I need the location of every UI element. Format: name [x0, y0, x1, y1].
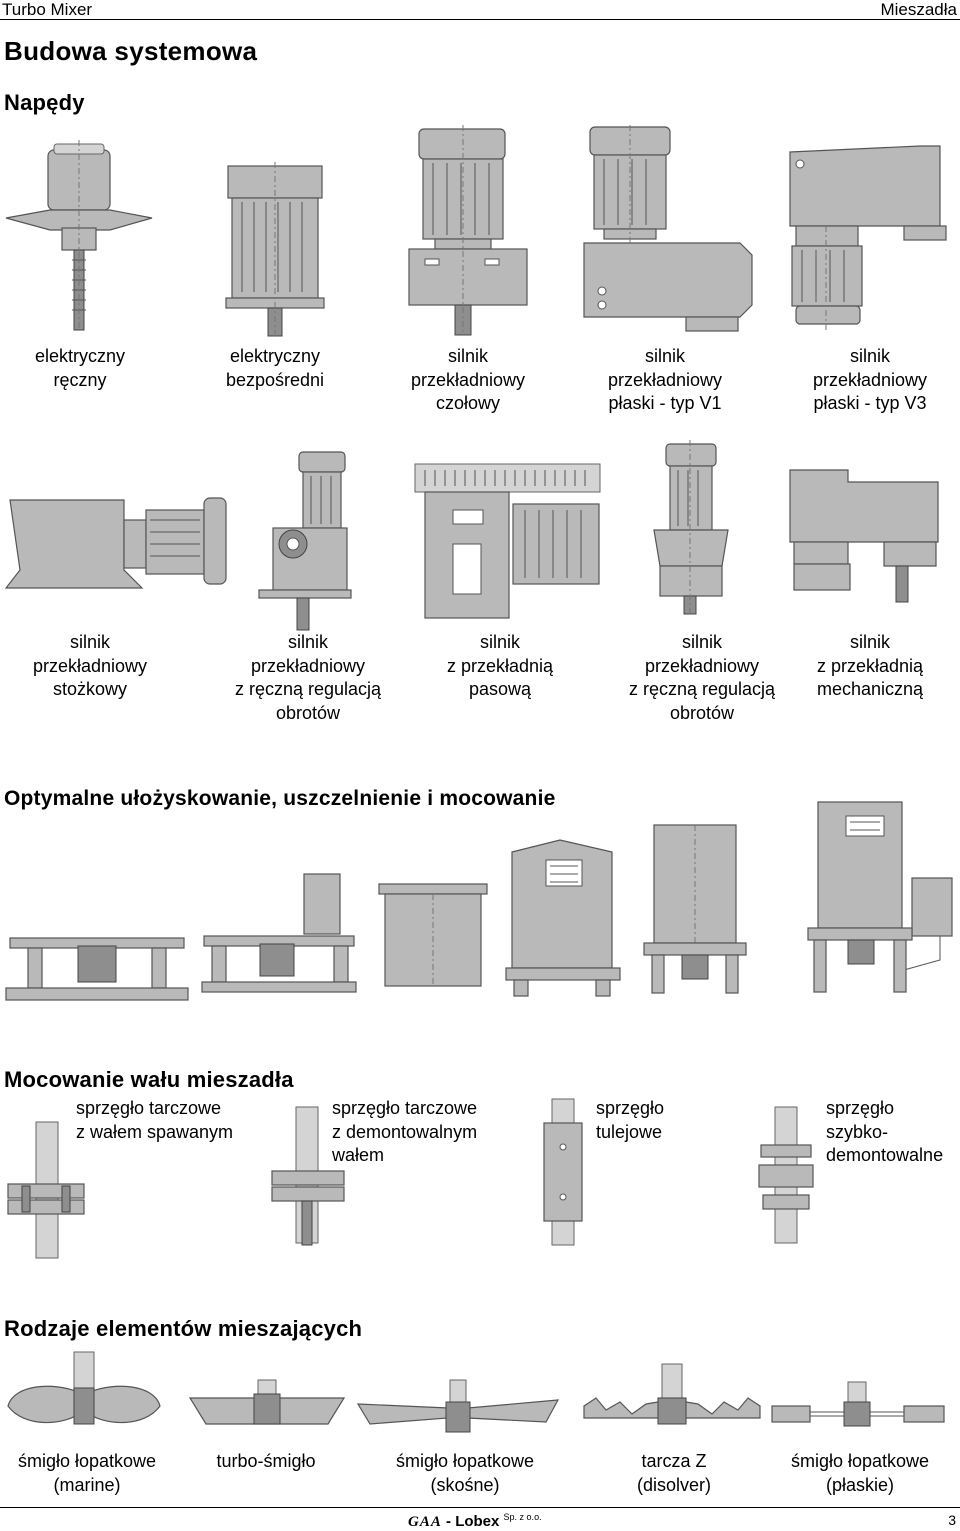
footer-company: GAA - Lobex Sp. z o.o. — [408, 1512, 542, 1530]
bearing-illustration-4 — [505, 839, 621, 997]
bearing-illustration-3 — [378, 883, 488, 987]
drive-illustration-spur-gear — [408, 125, 528, 336]
drive-illustration-bevel — [4, 497, 227, 589]
element-illustration-turbo — [188, 1379, 346, 1425]
caption-element-flat: śmigło łopatkowe(płaskie) — [790, 1451, 930, 1495]
running-header-right: Mieszadła — [880, 0, 957, 19]
caption-element-disc-z: tarcza Z(disolver) — [636, 1451, 711, 1495]
caption-element-marine: śmigło łopatkowe(marine) — [17, 1451, 157, 1495]
footer-logo: GAA — [408, 1514, 442, 1530]
shaft-illustration-quick-release — [758, 1106, 814, 1244]
drive-illustration-manual-speed-b — [653, 440, 729, 615]
shaft-illustration-removable — [271, 1106, 345, 1246]
caption-element-pitched: śmigło łopatkowe(skośne) — [395, 1451, 535, 1495]
drive-illustration-flat-v1 — [583, 125, 753, 332]
footer-rule — [0, 1507, 960, 1508]
element-illustration-flat — [771, 1381, 945, 1427]
page-number: 3 — [948, 1512, 956, 1528]
bearing-illustration-5 — [643, 824, 747, 994]
caption-element-turbo: turbo-śmigło — [216, 1451, 316, 1471]
bearing-illustration-6 — [807, 801, 953, 993]
shaft-illustration-sleeve — [543, 1098, 583, 1246]
section-heading-shaft: Mocowanie wału mieszadła — [4, 1067, 294, 1092]
drive-illustration-direct — [225, 162, 325, 337]
drive-illustration-manual — [5, 140, 153, 331]
element-illustration-disc-z — [583, 1363, 761, 1425]
header-rule — [0, 19, 960, 20]
element-illustration-marine — [7, 1351, 161, 1425]
bearing-illustration-1 — [5, 937, 189, 1001]
bearing-illustration-2 — [201, 873, 357, 993]
section-heading-bearing: Optymalne ułożyskowanie, uszczelnienie i… — [4, 787, 556, 810]
section-heading-drives: Napędy — [4, 90, 85, 115]
element-illustration-pitched — [356, 1379, 560, 1433]
running-header-left: Turbo Mixer — [2, 0, 93, 19]
drive-illustration-mechanical — [789, 469, 939, 603]
drive-illustration-manual-speed-a — [258, 451, 352, 631]
drive-illustration-belt — [414, 463, 601, 619]
shaft-illustration-welded — [7, 1121, 85, 1259]
drive-illustration-flat-v3 — [789, 145, 947, 332]
page-title: Budowa systemowa — [4, 36, 258, 66]
section-heading-elements: Rodzaje elementów mieszających — [4, 1316, 363, 1341]
